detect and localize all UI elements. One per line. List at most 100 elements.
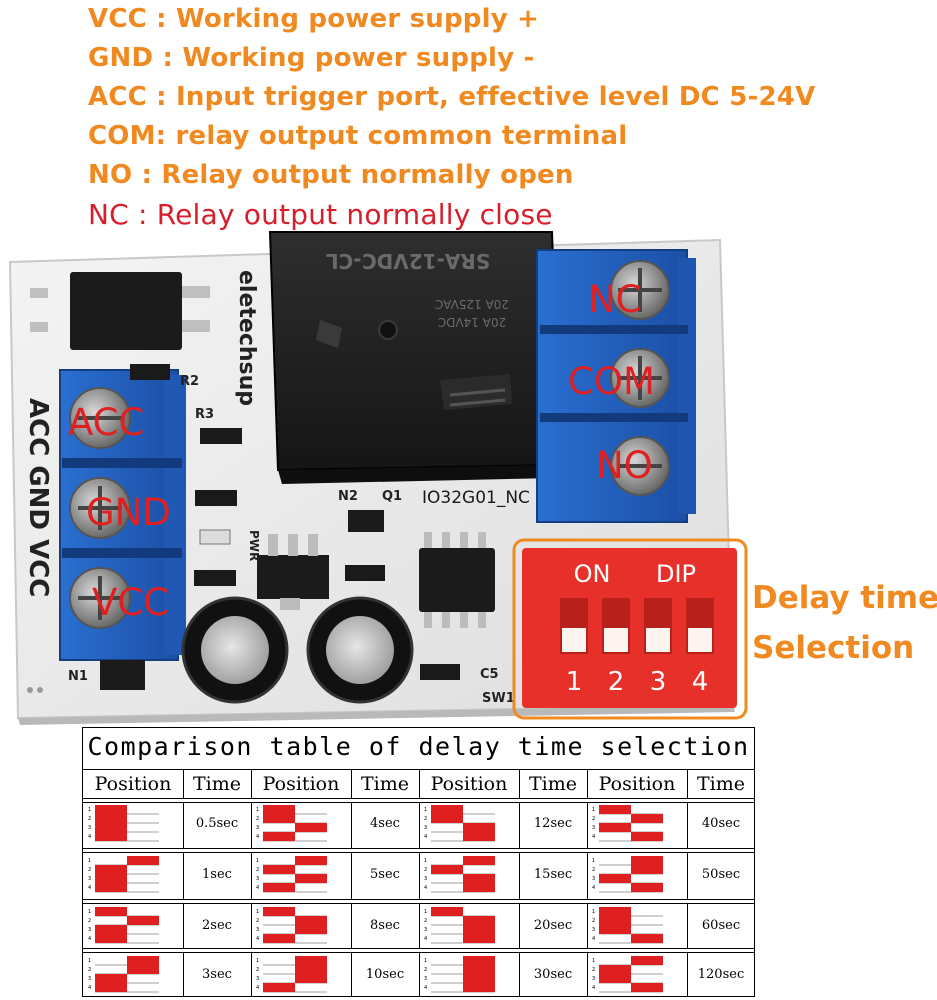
dip-switch-on [95,814,127,823]
dip-row-number: 2 [256,918,259,924]
silk-r3: R3 [195,407,214,422]
terminal-label-gnd: GND [86,491,171,534]
dip-row-number: 1 [256,909,259,915]
terminal-label-no: NO [596,444,653,487]
dip-row-number: 3 [88,976,91,982]
dip-row-number: 1 [592,909,595,915]
dip-row-number: 1 [592,958,595,964]
dip-row-number: 3 [592,876,595,882]
dip-switch-on [95,874,127,883]
dip-row-number: 4 [592,834,595,840]
dip-row-number: 1 [256,958,259,964]
dip-switch-on [431,907,463,916]
dip-row-number: 2 [88,816,91,822]
dip-switch: ON DIP 1 2 3 4 [512,538,748,720]
column-divider [351,770,352,996]
delay-time-value: 4sec [370,816,400,831]
dip-switch-off [127,916,159,925]
column-divider [687,770,688,996]
dip-number-1: 1 [566,667,583,697]
delay-time-value: 30sec [533,967,573,982]
legend-line-acc: ACC : Input trigger port, effective leve… [88,82,816,112]
dip-switch-on [263,983,295,992]
dip-row-number: 4 [592,985,595,991]
dip-row-number: 4 [424,885,427,891]
dip-row-number: 2 [424,867,427,873]
dip-row-number: 1 [88,858,91,864]
dip-switch-off [127,956,159,965]
dip-switch-on [599,907,631,916]
smd-components [100,364,460,690]
delay-callout-line-2: Selection [752,630,915,666]
relay-rating-dc: 20A 14VDC [438,315,506,329]
dip-switch-on [599,805,631,814]
delay-time-value: 3sec [202,967,232,982]
delay-callout-line-1: Delay time [752,580,937,616]
dip-number-4: 4 [692,667,709,697]
relay: SRA-12VDC-CL 20A 125VAC 20A 14VDC [268,231,562,484]
dip-switch-off [631,856,663,865]
dip-number-2: 2 [608,667,625,697]
dip-switch-on [95,974,127,983]
dip-row-number: 1 [88,807,91,813]
dip-switch-off [295,916,327,925]
table-divider [83,769,754,770]
relay-model-text: SRA-12VDC-CL [326,249,491,273]
dip-switch-on [599,874,631,883]
dip-switch-on [95,934,127,943]
dip-row-number: 3 [424,825,427,831]
dip-switch-on [431,814,463,823]
dip-row-number: 1 [424,909,427,915]
delay-time-value: 15sec [533,867,573,882]
dip-row-number: 4 [592,885,595,891]
dip-row-number: 3 [256,825,259,831]
dip-row-number: 3 [88,876,91,882]
dip-switch-on [263,934,295,943]
dip-switch-on [95,832,127,841]
dip-switch-off [631,934,663,943]
delay-time-value: 8sec [370,918,400,933]
silk-n2: N2 [338,489,358,504]
dip-switch-on [95,805,127,814]
dip-row-number: 1 [592,807,595,813]
terminal-label-acc: ACC [68,401,145,444]
delay-time-value: 40sec [701,816,741,831]
dip-switch-on [263,832,295,841]
dip-row-number: 2 [424,918,427,924]
dip-row-number: 2 [592,918,595,924]
column-divider [183,770,184,996]
dip-switch-off [463,832,495,841]
dip-switch-on [263,865,295,874]
dip-row-number: 4 [592,936,595,942]
row-divider [83,848,754,853]
dip-row-number: 4 [424,834,427,840]
dip-switch-off [463,974,495,983]
dip-row-number: 4 [256,885,259,891]
dip-row-number: 2 [592,967,595,973]
dip-row-number: 3 [424,976,427,982]
dip-row-number: 3 [424,927,427,933]
dip-row-number: 4 [88,985,91,991]
delay-time-value: 1sec [202,867,232,882]
dip-switch-on [599,974,631,983]
dip-switch-off [631,814,663,823]
row-divider [83,899,754,904]
dip-switch-on [599,823,631,832]
column-divider [587,770,588,996]
dip-row-number: 1 [88,909,91,915]
delay-time-value: 120sec [697,967,745,982]
delay-time-table: Comparison table of delay time selection… [82,727,755,997]
silk-r2: R2 [180,374,199,389]
legend-line-no: NO : Relay output normally open [88,160,574,190]
sop8-chip [419,532,495,628]
dip-row-number: 3 [592,825,595,831]
dip-switch-on [431,865,463,874]
